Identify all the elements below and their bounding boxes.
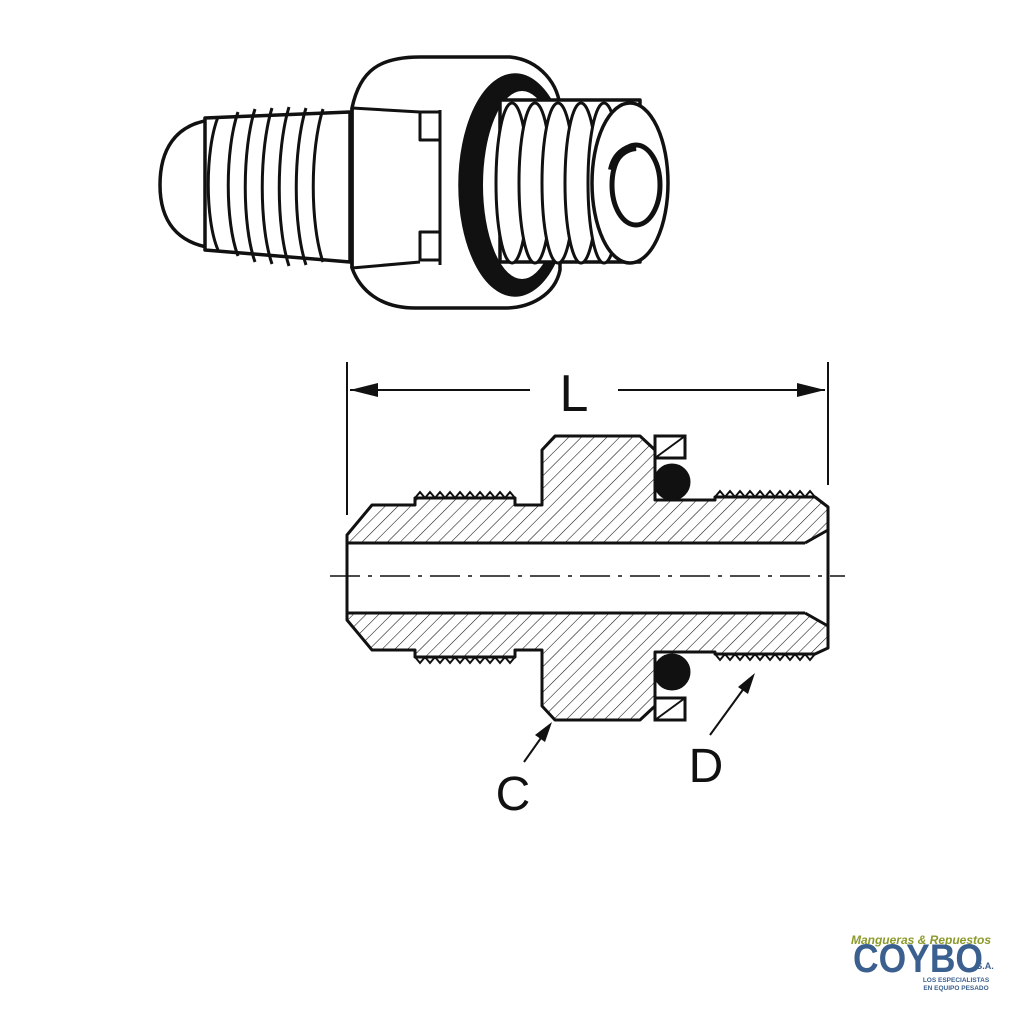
dimension-l-label: L [560, 365, 589, 423]
bore-opening [609, 142, 663, 228]
coybo-logo: Mangueras & Repuestos COYBO S.A. LOS ESP… [851, 933, 994, 992]
o-ring-section [653, 434, 691, 722]
isometric-view [158, 55, 670, 310]
left-thread-body [203, 110, 352, 264]
logo-tagline-2: EN EQUIPO PESADO [923, 985, 988, 992]
fitting-section-outline [345, 434, 830, 722]
bore [347, 543, 805, 613]
logo-tagline-1: LOS ESPECIALISTAS [923, 977, 990, 984]
logo-brand: COYBO [853, 937, 983, 981]
label-c: C [496, 768, 531, 821]
dimension-l [346, 362, 829, 515]
left-thread-ridges [206, 106, 325, 267]
flare-nose [158, 118, 213, 250]
logo-suffix: S.A. [976, 961, 994, 971]
leader-c [523, 722, 552, 763]
thread-teeth [414, 489, 816, 665]
leader-d [709, 673, 755, 736]
section-view [330, 434, 845, 722]
label-d: D [689, 740, 724, 793]
logo-tagline-top: Mangueras & Repuestos [851, 933, 991, 947]
